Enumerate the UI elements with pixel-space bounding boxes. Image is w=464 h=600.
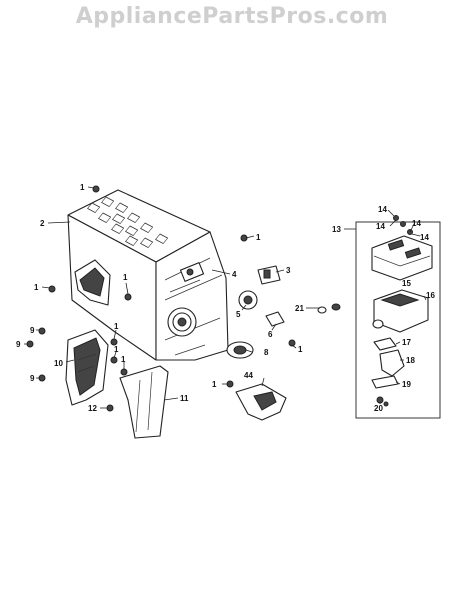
callout-12: 12 xyxy=(88,404,97,413)
callout-14: 14 xyxy=(378,205,387,214)
callout-labels: 1 2 1 1 3 4 1 5 6 21 1 9 9 1 10 1 8 9 1 … xyxy=(16,183,435,413)
shroud-vent-grid xyxy=(87,196,169,249)
muffler-assembly[interactable] xyxy=(371,215,433,407)
callout-4: 4 xyxy=(232,270,237,279)
callout-6: 6 xyxy=(268,330,273,339)
callout-9: 9 xyxy=(30,326,35,335)
key-switch[interactable] xyxy=(257,265,281,285)
callout-3: 3 xyxy=(286,266,291,275)
callout-9: 9 xyxy=(16,340,21,349)
callout-1: 1 xyxy=(34,283,39,292)
callout-1: 1 xyxy=(114,322,119,331)
watermark: AppliancePartsPros.com xyxy=(75,4,389,29)
callout-9: 9 xyxy=(30,374,35,383)
callout-1: 1 xyxy=(298,345,303,354)
right-bracket[interactable] xyxy=(235,383,287,421)
knob[interactable] xyxy=(226,341,254,359)
callout-1: 1 xyxy=(123,273,128,282)
bolt-fasteners xyxy=(26,185,341,412)
callout-44: 44 xyxy=(244,371,253,380)
callout-14: 14 xyxy=(376,222,385,231)
callout-1: 1 xyxy=(212,380,217,389)
callout-13: 13 xyxy=(332,225,341,234)
callout-18: 18 xyxy=(406,356,415,365)
callout-1: 1 xyxy=(114,345,119,354)
callout-2: 2 xyxy=(40,219,45,228)
callout-20: 20 xyxy=(374,404,383,413)
callout-10: 10 xyxy=(54,359,63,368)
leader-lines xyxy=(24,186,427,409)
callout-11: 11 xyxy=(180,394,189,403)
left-bracket[interactable] xyxy=(65,329,109,406)
callout-19: 19 xyxy=(402,380,411,389)
callout-14: 14 xyxy=(420,233,429,242)
callout-15: 15 xyxy=(402,279,411,288)
callout-17: 17 xyxy=(402,338,411,347)
callout-1: 1 xyxy=(121,355,126,364)
callout-21: 21 xyxy=(295,304,304,313)
callout-14: 14 xyxy=(412,219,421,228)
ignition-switch[interactable] xyxy=(238,290,285,327)
callout-8: 8 xyxy=(264,348,269,357)
lower-plate[interactable] xyxy=(119,365,169,439)
muffler-assembly-box xyxy=(355,221,441,419)
callout-1: 1 xyxy=(80,183,85,192)
callout-1: 1 xyxy=(256,233,261,242)
callout-16: 16 xyxy=(426,291,435,300)
callout-5: 5 xyxy=(236,310,241,319)
engine-shroud[interactable] xyxy=(67,189,229,361)
